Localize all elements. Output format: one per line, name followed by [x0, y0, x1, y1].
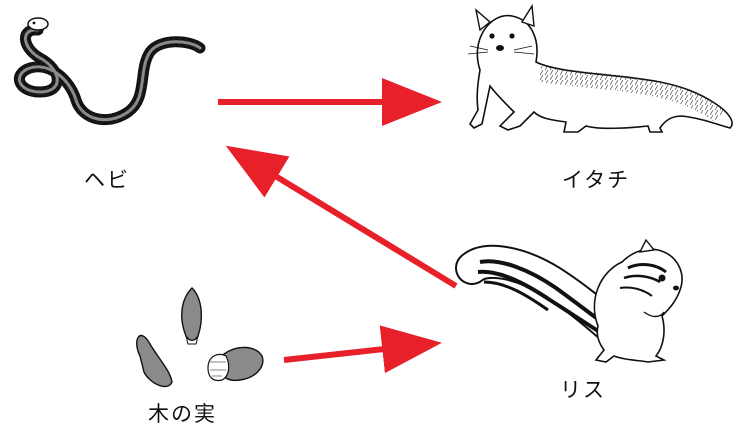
nuts-icon [137, 288, 263, 387]
snake-label: ヘビ [84, 164, 130, 194]
weasel-icon [468, 6, 732, 132]
weasel-label: イタチ [562, 164, 630, 194]
squirrel-label: リス [560, 374, 606, 404]
arrow-squirrel-to-snake [236, 152, 456, 286]
chipmunk-icon [472, 240, 682, 362]
arrow-nuts-to-squirrel [284, 344, 430, 360]
nuts-label: 木の実 [148, 398, 217, 428]
snake-icon [19, 18, 200, 120]
